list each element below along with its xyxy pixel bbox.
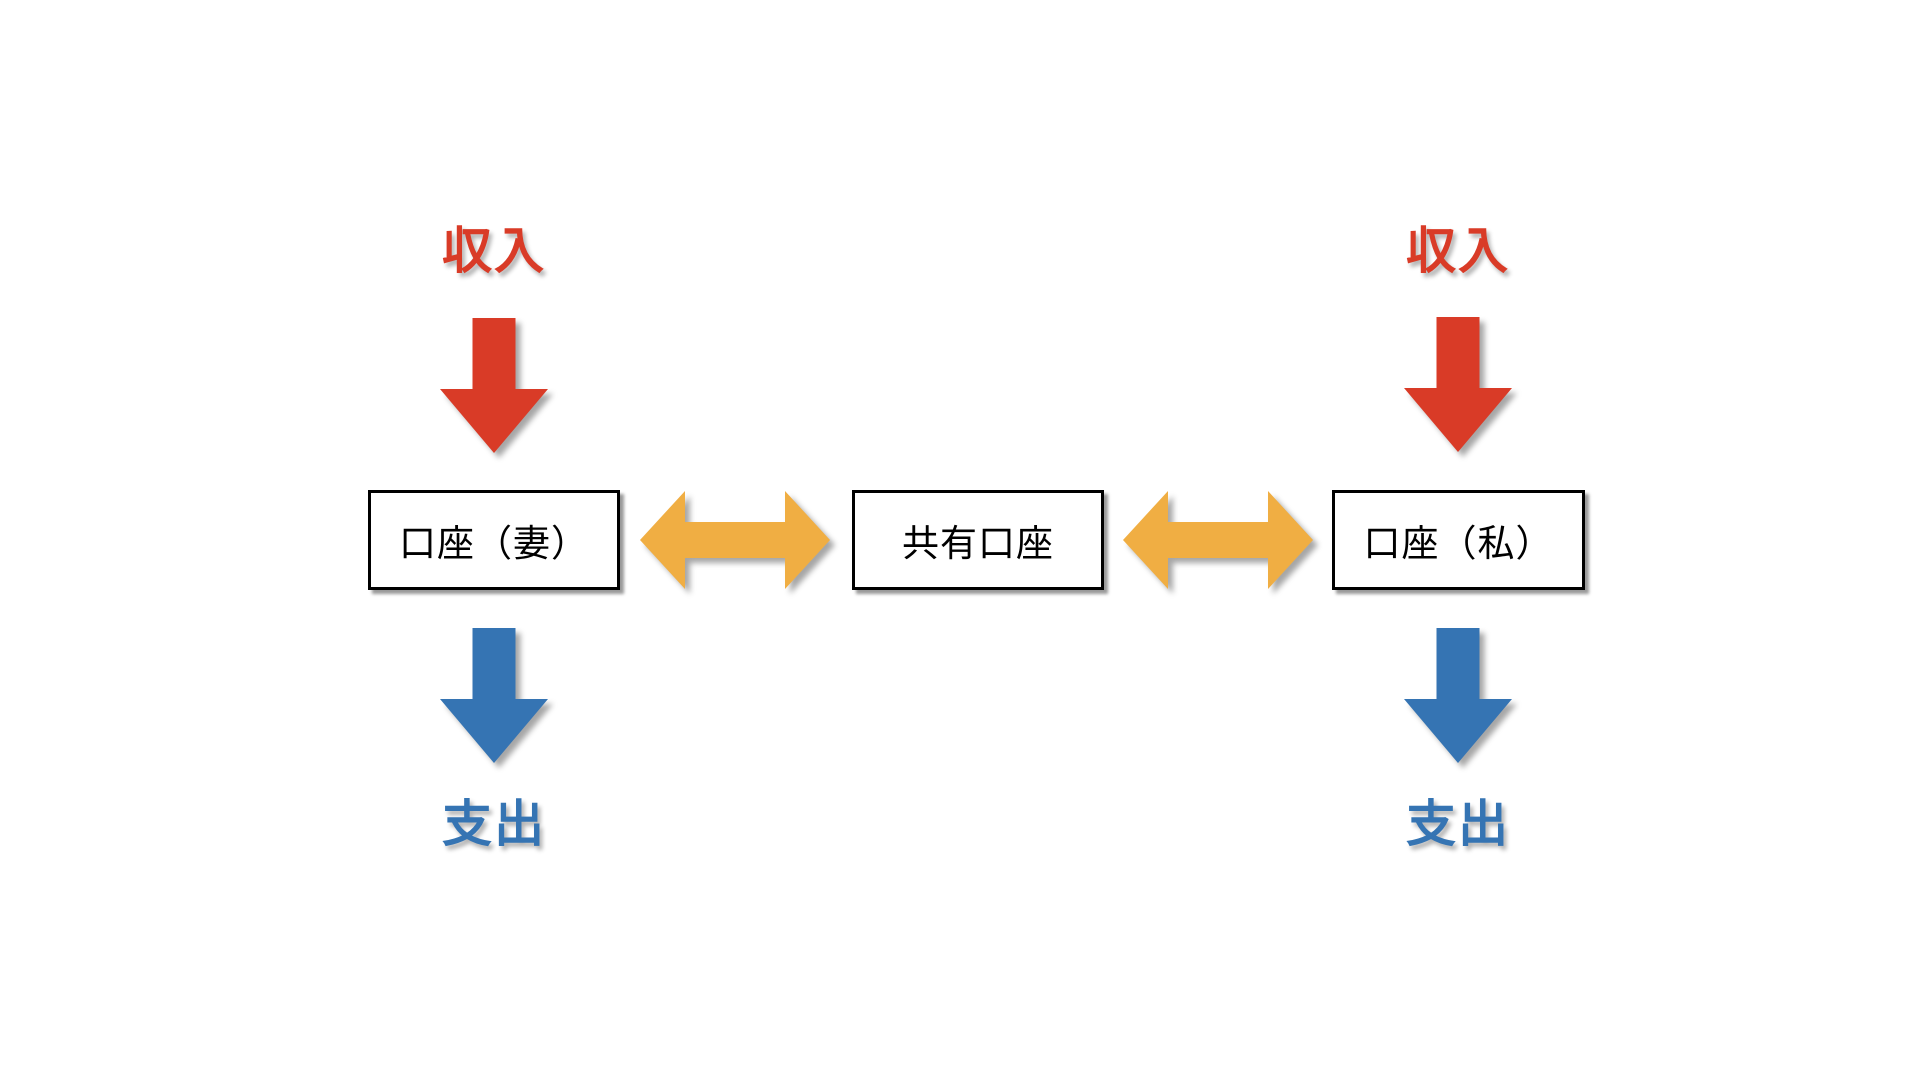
account-box-me: 口座（私） [1332,490,1585,590]
income-label-right: 収入 [1406,223,1510,279]
income-down-arrow-right-icon [1404,317,1512,452]
expense-down-arrow-left-icon [440,628,548,763]
income-down-arrow-left-icon [440,318,548,453]
transfer-double-arrow-left-icon [640,491,830,589]
account-box-wife-label: 口座（妻） [399,523,589,564]
account-box-wife: 口座（妻） [368,490,620,590]
account-box-me-label: 口座（私） [1363,523,1554,564]
account-box-shared-label: 共有口座 [902,523,1054,564]
income-label-left: 収入 [442,223,546,279]
transfer-double-arrow-right-icon [1123,491,1313,589]
account-box-shared: 共有口座 [852,490,1104,590]
expense-label-left: 支出 [442,796,546,852]
expense-label-right: 支出 [1406,796,1510,852]
expense-down-arrow-right-icon [1404,628,1512,763]
